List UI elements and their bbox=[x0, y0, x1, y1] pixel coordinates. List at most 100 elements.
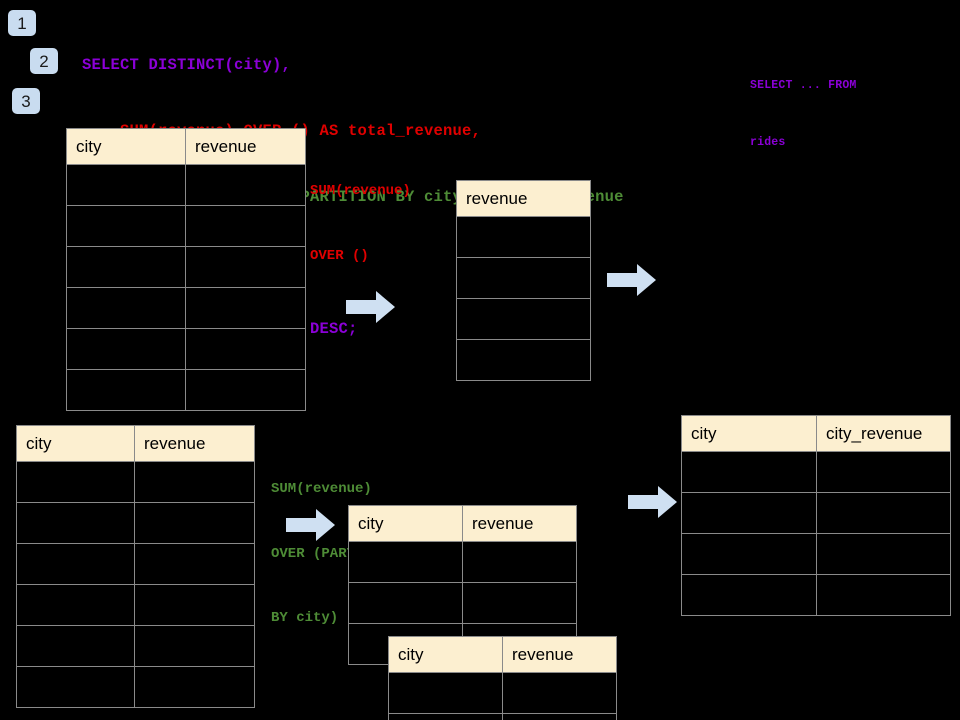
cell-revenue bbox=[185, 164, 306, 206]
arrow-partition-to-result bbox=[628, 486, 677, 518]
cell-city bbox=[388, 713, 503, 720]
cell-city bbox=[66, 328, 186, 370]
table-row bbox=[66, 369, 306, 411]
cell-city bbox=[681, 451, 817, 493]
cell-revenue bbox=[134, 461, 255, 503]
cell-revenue bbox=[456, 298, 591, 340]
table-header-row: revenue bbox=[456, 180, 591, 217]
table-total-revenue: revenue bbox=[456, 180, 591, 381]
cell-city-revenue bbox=[816, 451, 951, 493]
cell-revenue bbox=[502, 713, 617, 720]
cell-city bbox=[66, 205, 186, 247]
cell-revenue bbox=[462, 541, 577, 583]
table-header-row: city revenue bbox=[16, 425, 255, 462]
cell-revenue bbox=[134, 584, 255, 626]
step-badge-2: 2 bbox=[30, 48, 58, 74]
cell-city bbox=[681, 533, 817, 575]
cell-city bbox=[66, 287, 186, 329]
column-header-revenue: revenue bbox=[134, 425, 255, 462]
sql-aside-line-2: rides bbox=[750, 136, 786, 149]
cell-city bbox=[66, 369, 186, 411]
cell-revenue bbox=[462, 582, 577, 624]
cell-city bbox=[681, 492, 817, 534]
annotation-sum-over-partition-line-3: BY city) bbox=[271, 610, 339, 626]
cell-revenue bbox=[456, 216, 591, 258]
cell-city-revenue bbox=[816, 533, 951, 575]
cell-city bbox=[348, 541, 463, 583]
table-row bbox=[681, 533, 951, 575]
cell-city bbox=[16, 584, 135, 626]
table-row bbox=[66, 164, 306, 206]
cell-revenue bbox=[185, 205, 306, 247]
cell-revenue bbox=[456, 339, 591, 381]
table-row bbox=[16, 461, 255, 503]
cell-city bbox=[16, 461, 135, 503]
table-rides-source: city revenue bbox=[66, 128, 306, 411]
step-badge-3: 3 bbox=[12, 88, 40, 114]
cell-revenue bbox=[185, 328, 306, 370]
table-header-row: city revenue bbox=[388, 636, 617, 673]
cell-revenue bbox=[456, 257, 591, 299]
column-header-city-revenue: city_revenue bbox=[816, 415, 951, 452]
table-row bbox=[66, 205, 306, 247]
table-row bbox=[66, 328, 306, 370]
table-row bbox=[388, 672, 617, 714]
column-header-city: city bbox=[348, 505, 463, 542]
annotation-sum-over-empty-line-1: SUM(revenue) bbox=[310, 183, 411, 199]
table-row bbox=[348, 582, 577, 624]
table-city-revenue-result: city city_revenue bbox=[681, 415, 951, 616]
cell-city bbox=[388, 672, 503, 714]
table-row bbox=[456, 257, 591, 299]
column-header-revenue: revenue bbox=[185, 128, 306, 165]
sql-aside-block: SELECT ... FROM rides bbox=[750, 38, 857, 190]
table-header-row: city revenue bbox=[66, 128, 306, 165]
table-row bbox=[16, 584, 255, 626]
column-header-city: city bbox=[16, 425, 135, 462]
column-header-revenue: revenue bbox=[502, 636, 617, 673]
cell-city-revenue bbox=[816, 492, 951, 534]
table-row bbox=[348, 541, 577, 583]
table-row bbox=[456, 298, 591, 340]
table-row bbox=[388, 713, 617, 720]
cell-revenue bbox=[134, 543, 255, 585]
table-row bbox=[456, 339, 591, 381]
cell-revenue bbox=[134, 625, 255, 667]
arrow-source-to-total bbox=[346, 291, 395, 323]
column-header-revenue: revenue bbox=[462, 505, 577, 542]
table-row bbox=[16, 543, 255, 585]
cell-city bbox=[66, 164, 186, 206]
annotation-sum-over-empty: SUM(revenue) OVER () bbox=[310, 138, 411, 310]
annotation-sum-over-partition-line-1: SUM(revenue) bbox=[271, 481, 372, 497]
arrow-source2-to-partition bbox=[286, 509, 335, 541]
table-row bbox=[681, 492, 951, 534]
cell-revenue bbox=[185, 287, 306, 329]
arrow-total-to-result bbox=[607, 264, 656, 296]
table-header-row: city city_revenue bbox=[681, 415, 951, 452]
table-row bbox=[16, 625, 255, 667]
cell-city bbox=[16, 625, 135, 667]
table-row bbox=[66, 287, 306, 329]
column-header-city: city bbox=[681, 415, 817, 452]
cell-revenue bbox=[185, 369, 306, 411]
column-header-revenue: revenue bbox=[456, 180, 591, 217]
cell-revenue bbox=[502, 672, 617, 714]
cell-city bbox=[681, 574, 817, 616]
annotation-sum-over-empty-line-2: OVER () bbox=[310, 247, 369, 264]
cell-city bbox=[348, 582, 463, 624]
sql-aside-line-1: SELECT ... FROM bbox=[750, 79, 857, 92]
cell-city bbox=[16, 502, 135, 544]
table-row bbox=[681, 451, 951, 493]
column-header-city: city bbox=[66, 128, 186, 165]
cell-city bbox=[16, 543, 135, 585]
cell-revenue bbox=[134, 502, 255, 544]
table-row bbox=[66, 246, 306, 288]
step-badge-1: 1 bbox=[8, 10, 36, 36]
table-row bbox=[681, 574, 951, 616]
cell-revenue bbox=[185, 246, 306, 288]
table-rides-source-2: city revenue bbox=[16, 425, 255, 708]
cell-revenue bbox=[134, 666, 255, 708]
cell-city bbox=[16, 666, 135, 708]
table-header-row: city revenue bbox=[348, 505, 577, 542]
cell-city-revenue bbox=[816, 574, 951, 616]
